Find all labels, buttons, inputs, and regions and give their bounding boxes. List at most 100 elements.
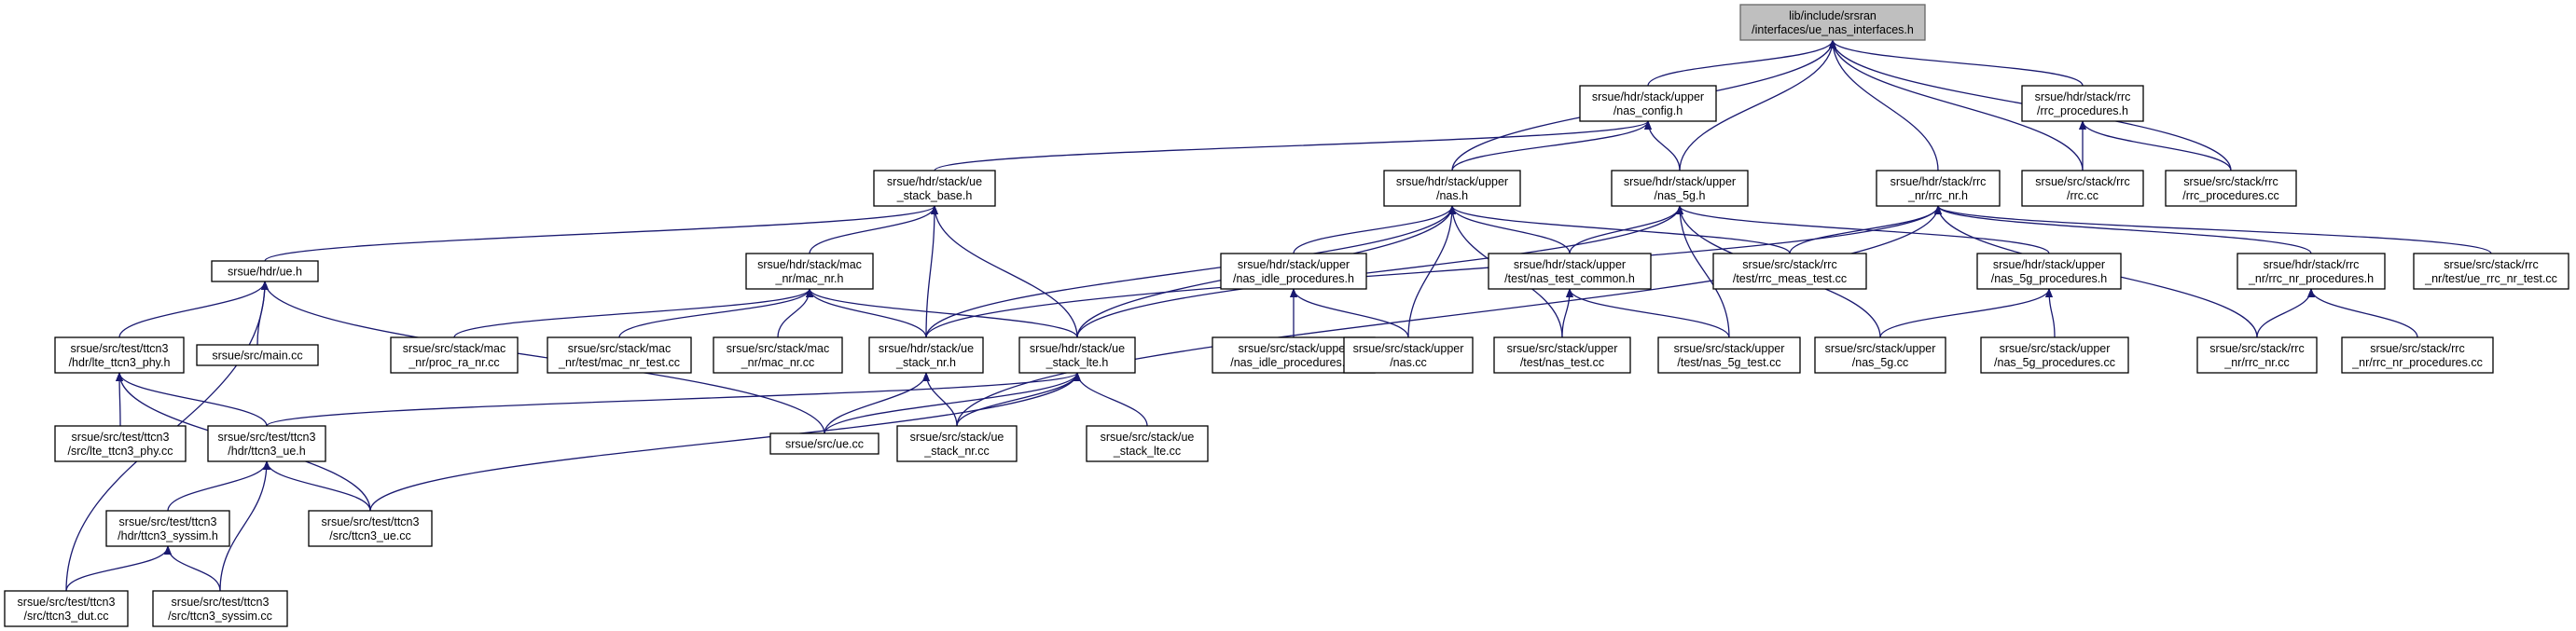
node-label-line: /nas_idle_procedures.cc [1230, 356, 1357, 369]
edge-nas-cc-to-nas-idle-procedures-h [1290, 288, 1409, 338]
node-ttcn3-ue-cc[interactable]: srsue/src/test/ttcn3/src/ttcn3_ue.cc [308, 510, 433, 547]
node-box [54, 425, 187, 462]
node-label-line: /nas_5g.h [1655, 189, 1706, 202]
node-label-line: srsue/src/stack/upper [1825, 342, 1936, 355]
node-label-line: _nr/test/mac_nr_test.cc [558, 356, 680, 369]
edge-ttcn3-ue-cc-to-ttcn3-ue-h [263, 460, 371, 512]
node-ue-stack-lte-cc[interactable]: srsue/src/stack/ue_stack_lte.cc [1086, 425, 1209, 462]
node-rrc-procedures-h[interactable]: srsue/hdr/stack/rrc/rrc_procedures.h [2021, 85, 2144, 122]
node-nas-test-cc[interactable]: srsue/src/stack/upper/test/nas_test.cc [1493, 336, 1631, 374]
node-label-line: /nas_5g.cc [1852, 356, 1908, 369]
node-box [1976, 253, 2122, 290]
node-nas-5g-cc[interactable]: srsue/src/stack/upper/nas_5g.cc [1814, 336, 1946, 374]
node-ue-rrc-nr-test-cc[interactable]: srsue/src/stack/rrc_nr/test/ue_rrc_nr_te… [2413, 253, 2569, 290]
edge-ue-rrc-nr-test-cc-to-rrc-nr-h [1934, 205, 2492, 254]
edge-nas-5g-test-cc-to-nas-test-common-h [1566, 288, 1730, 338]
node-mac-nr-test-cc[interactable]: srsue/src/stack/mac_nr/test/mac_nr_test.… [547, 336, 692, 374]
node-nas-cc[interactable]: srsue/src/stack/upper/nas.cc [1343, 336, 1474, 374]
edge-nas-5g-cc-to-nas-5g-procedures-h [1879, 288, 2053, 338]
edge-ue-stack-lte-cc-to-ue-stack-lte-h [1073, 372, 1148, 427]
node-ttcn3-syssim-cc[interactable]: srsue/src/test/ttcn3/src/ttcn3_syssim.cc [152, 590, 288, 627]
node-box [2341, 336, 2494, 374]
node-label-line: /nas_idle_procedures.h [1233, 272, 1354, 285]
node-proc-ra-nr-cc[interactable]: srsue/src/stack/mac_nr/proc_ra_nr.cc [390, 336, 519, 374]
node-lte-ttcn3-phy-h[interactable]: srsue/src/test/ttcn3/hdr/lte_ttcn3_phy.h [54, 336, 185, 374]
edge-rrc-nr-procedures-h-to-rrc-nr-h [1934, 205, 2312, 254]
node-nas-h[interactable]: srsue/hdr/stack/upper/nas.h [1383, 170, 1521, 207]
node-label-line: srsue/src/main.cc [212, 350, 302, 363]
node-label-line: srsue/src/stack/mac [403, 342, 506, 355]
node-label-line: srsue/hdr/stack/upper [1396, 175, 1508, 188]
edge-nas-test-common-h-to-nas-5g-h [1569, 205, 1683, 254]
node-nas-5g-h[interactable]: srsue/hdr/stack/upper/nas_5g.h [1611, 170, 1749, 207]
node-mac-nr-cc[interactable]: srsue/src/stack/mac_nr/mac_nr.cc [713, 336, 843, 374]
edge-ue-stack-nr-h-to-rrc-nr-h [925, 205, 1942, 338]
edge-rrc-procedures-cc-to-rrc-procedures-h [2079, 120, 2232, 171]
node-ue-stack-nr-h[interactable]: srsue/hdr/stack/ue_stack_nr.h [868, 336, 984, 374]
edge-rrc-nr-h-to-root [1829, 39, 1939, 171]
node-label-line: /test/rrc_meas_test.cc [1733, 272, 1847, 285]
node-ttcn3-ue-h[interactable]: srsue/src/test/ttcn3/hdr/ttcn3_ue.h [207, 425, 326, 462]
node-label-line: /nas_5g_procedures.cc [1994, 356, 2115, 369]
node-box [547, 336, 692, 374]
node-nas-5g-procedures-h[interactable]: srsue/hdr/stack/upper/nas_5g_procedures.… [1976, 253, 2122, 290]
node-ttcn3-dut-cc[interactable]: srsue/src/test/ttcn3/src/ttcn3_dut.cc [4, 590, 129, 627]
node-label-line: /hdr/ttcn3_ue.h [228, 445, 305, 458]
node-label-line: _nr/test/ue_rrc_nr_test.cc [2424, 272, 2557, 285]
node-label-line: srsue/hdr/stack/rrc [1890, 175, 1987, 188]
node-main-cc[interactable]: srsue/src/main.cc [196, 344, 319, 366]
edge-rrc-meas-test-cc-to-nas-h [1448, 205, 1791, 254]
node-nas-idle-procedures-h[interactable]: srsue/hdr/stack/upper/nas_idle_procedure… [1220, 253, 1367, 290]
node-label-line: srsue/src/stack/rrc [1742, 258, 1836, 271]
node-label-line: srsue/hdr/stack/upper [1592, 90, 1704, 103]
node-label-line: srsue/src/test/ttcn3 [172, 596, 270, 609]
node-label-line: /nas.h [1436, 189, 1468, 202]
edge-rrc-procedures-h-to-root [1829, 39, 2084, 87]
node-ue-stack-nr-cc[interactable]: srsue/src/stack/ue_stack_nr.cc [896, 425, 1018, 462]
node-rrc-procedures-cc[interactable]: srsue/src/stack/rrc/rrc_procedures.cc [2165, 170, 2297, 207]
node-ttcn3-syssim-h[interactable]: srsue/src/test/ttcn3/hdr/ttcn3_syssim.h [105, 510, 230, 547]
node-rrc-nr-procedures-cc[interactable]: srsue/src/stack/rrc_nr/rrc_nr_procedures… [2341, 336, 2494, 374]
node-rrc-nr-h[interactable]: srsue/hdr/stack/rrc_nr/rrc_nr.h [1876, 170, 2001, 207]
node-nas-5g-procedures-cc[interactable]: srsue/src/stack/upper/nas_5g_procedures.… [1980, 336, 2129, 374]
node-ue-stack-lte-h[interactable]: srsue/hdr/stack/ue_stack_lte.h [1018, 336, 1136, 374]
node-label-line: srsue/src/stack/mac [727, 342, 829, 355]
edge-ue-stack-nr-cc-to-ue-stack-nr-h [922, 372, 958, 427]
node-label-line: srsue/hdr/stack/mac [757, 258, 862, 271]
node-nas-config[interactable]: srsue/hdr/stack/upper/nas_config.h [1579, 85, 1717, 122]
node-box [1814, 336, 1946, 374]
node-mac-nr-h[interactable]: srsue/hdr/stack/mac_nr/mac_nr.h [745, 253, 874, 290]
node-label-line: _nr/proc_ra_nr.cc [408, 356, 499, 369]
node-box [868, 336, 984, 374]
edge-ue-cc-to-ue-stack-nr-h [824, 372, 930, 434]
node-box [713, 336, 843, 374]
node-ue-cc[interactable]: srsue/src/ue.cc [769, 432, 879, 455]
node-box [1488, 253, 1652, 290]
node-box [1876, 170, 2001, 207]
node-box [211, 260, 319, 282]
node-rrc-cc[interactable]: srsue/src/stack/rrc/rrc.cc [2021, 170, 2144, 207]
edge-ue-stack-nr-h-to-ue-stack-base [925, 205, 938, 338]
node-nas-5g-test-cc[interactable]: srsue/src/stack/upper/test/nas_5g_test.c… [1657, 336, 1801, 374]
node-nas-test-common-h[interactable]: srsue/hdr/stack/upper/test/nas_test_comm… [1488, 253, 1652, 290]
node-rrc-nr-cc[interactable]: srsue/src/stack/rrc_nr/rrc_nr.cc [2196, 336, 2318, 374]
node-box [1018, 336, 1136, 374]
edge-ue-cc-to-ue-h [261, 281, 825, 434]
node-box [1086, 425, 1209, 462]
node-label-line: _nr/rrc_nr.cc [2223, 356, 2289, 369]
node-label-line: srsue/hdr/stack/rrc [2264, 258, 2360, 271]
node-box [207, 425, 326, 462]
node-box [390, 336, 519, 374]
node-box [1739, 4, 1926, 41]
edge-ttcn3-syssim-h-to-ttcn3-ue-h [167, 460, 270, 512]
node-label-line: srsue/src/stack/upper [1507, 342, 1618, 355]
node-ue-stack-base[interactable]: srsue/hdr/stack/ue_stack_base.h [873, 170, 996, 207]
node-rrc-nr-procedures-h[interactable]: srsue/hdr/stack/rrc_nr/rrc_nr_procedures… [2237, 253, 2386, 290]
node-label-line: /test/nas_test.cc [1520, 356, 1604, 369]
node-ue-h[interactable]: srsue/hdr/ue.h [211, 260, 319, 282]
node-label-line: /test/nas_test_common.h [1504, 272, 1635, 285]
node-rrc-meas-test-cc[interactable]: srsue/src/stack/rrc/test/rrc_meas_test.c… [1712, 253, 1867, 290]
node-label-line: /src/ttcn3_syssim.cc [168, 610, 272, 623]
node-label-line: srsue/src/ue.cc [785, 438, 864, 451]
node-lte-ttcn3-phy-cc[interactable]: srsue/src/test/ttcn3/src/lte_ttcn3_phy.c… [54, 425, 187, 462]
